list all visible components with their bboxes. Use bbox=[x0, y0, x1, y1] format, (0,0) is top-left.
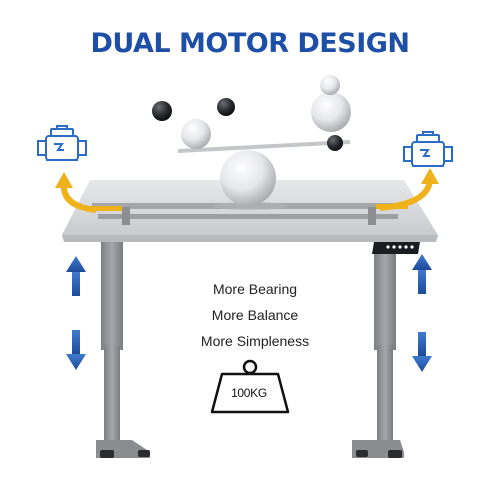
balance-spheres bbox=[152, 75, 351, 210]
motor-icon-left bbox=[37, 125, 87, 161]
up-down-arrow-left bbox=[66, 256, 86, 370]
desk-leg-left bbox=[96, 225, 150, 458]
page-title: DUAL MOTOR DESIGN bbox=[90, 28, 411, 59]
feature-list: More Bearing More Balance More Simplenes… bbox=[180, 276, 330, 354]
feature-simpleness: More Simpleness bbox=[200, 333, 310, 349]
up-down-arrow-right bbox=[412, 254, 432, 372]
desk-leg-right bbox=[352, 225, 404, 458]
weight-icon bbox=[210, 359, 290, 414]
motor-arrow-left bbox=[55, 172, 97, 213]
feature-balance: More Balance bbox=[211, 307, 299, 323]
control-keypad bbox=[372, 242, 420, 254]
weight-capacity-label: 100KG bbox=[231, 386, 267, 400]
motor-icon-right bbox=[403, 131, 453, 167]
feature-bearing: More Bearing bbox=[212, 281, 298, 297]
motor-arrow-right bbox=[379, 168, 439, 211]
